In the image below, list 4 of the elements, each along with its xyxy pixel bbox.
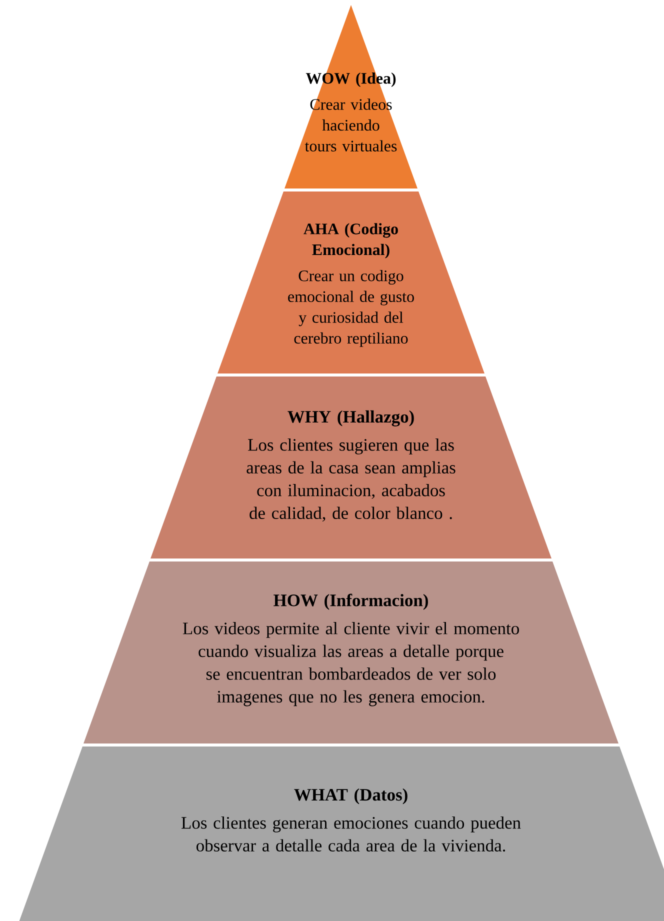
pyramid-band: WHAT (Datos) Los clientes generan emociones cuando pueden observar a detalle cada area de la vivienda. xyxy=(19,746,664,921)
pyramid-band: WHY (Hallazgo) Los clientes sugieren que las areas de la casa sean amplias con iluminacion, acabados de calidad, de color blanco . xyxy=(150,376,552,558)
pyramid-band: AHA (Codigo Emocional) Crear un codigo emocional de gusto y curiosidad del cerebro reptiliano xyxy=(218,192,484,374)
pyramid-band: HOW (Informacion) Los videos permite al cliente vivir el momento cuando visualiza las areas a detalle porque se encuentran bombardeados de ver solo imagenes que no les genera emocion. xyxy=(84,562,618,744)
